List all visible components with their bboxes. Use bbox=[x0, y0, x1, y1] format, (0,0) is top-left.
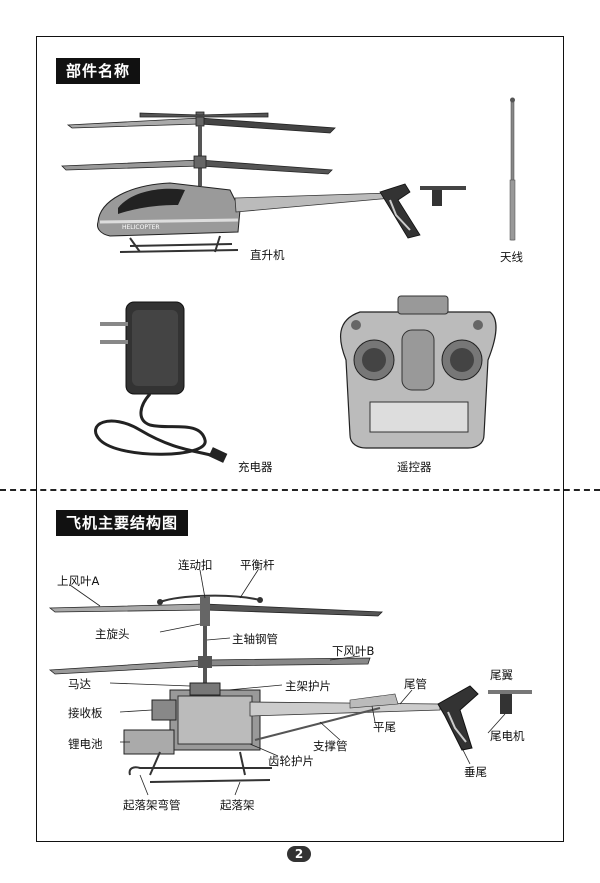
label-tail-tube: 尾管 bbox=[404, 677, 427, 691]
label-charger: 充电器 bbox=[238, 460, 273, 474]
section-divider bbox=[0, 489, 600, 491]
label-gear-guard: 齿轮护片 bbox=[268, 754, 314, 768]
label-vertical-tail: 垂尾 bbox=[464, 765, 487, 779]
label-remote: 遥控器 bbox=[397, 460, 432, 474]
label-lithium-battery: 锂电池 bbox=[68, 737, 103, 751]
label-balance-bar: 平衡杆 bbox=[240, 558, 275, 572]
label-horizontal-tail: 平尾 bbox=[373, 720, 396, 734]
parts-section-title: 部件名称 bbox=[56, 58, 141, 84]
label-landing-skid-bend: 起落架弯管 bbox=[123, 798, 181, 812]
structure-section-title: 飞机主要结构图 bbox=[56, 510, 189, 536]
label-receiver-board: 接收板 bbox=[68, 706, 103, 720]
label-motor: 马达 bbox=[68, 677, 91, 691]
label-link-buckle: 连动扣 bbox=[178, 558, 213, 572]
label-upper-blade-a: 上风叶A bbox=[57, 574, 100, 588]
page-frame bbox=[36, 36, 564, 842]
label-tail-wing: 尾翼 bbox=[490, 668, 513, 682]
label-main-rotor-head: 主旋头 bbox=[95, 627, 130, 641]
page-number: 2 bbox=[287, 846, 311, 862]
label-support-tube: 支撑管 bbox=[313, 739, 348, 753]
label-helicopter: 直升机 bbox=[250, 248, 285, 262]
label-lower-blade-b: 下风叶B bbox=[332, 644, 375, 658]
label-tail-motor: 尾电机 bbox=[490, 729, 525, 743]
helicopter-brand-text: HELICOPTER bbox=[122, 224, 160, 231]
label-antenna: 天线 bbox=[500, 250, 523, 264]
label-main-shaft-tube: 主轴钢管 bbox=[232, 632, 278, 646]
label-main-frame-guard: 主架护片 bbox=[285, 679, 331, 693]
label-landing-gear: 起落架 bbox=[220, 798, 255, 812]
